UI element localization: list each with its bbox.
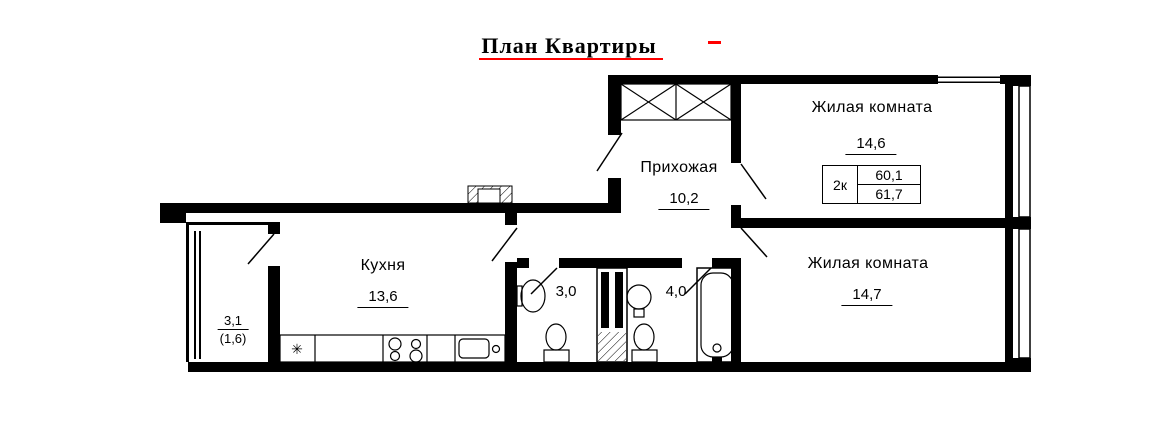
living1-door-icon	[740, 163, 767, 200]
room-area-living1: 14,6	[845, 135, 897, 156]
window-glazing-right	[1013, 75, 1031, 372]
total-area-with-balcony-value: 61,7	[875, 186, 903, 202]
washbasin-icon	[516, 279, 546, 313]
living2-door-icon	[740, 227, 768, 258]
wardrobe-icon	[620, 83, 732, 121]
balcony-door-icon	[247, 233, 275, 265]
page-title: План Квартиры	[481, 33, 657, 58]
bathtub-icon	[696, 267, 738, 363]
washing-machine-icon: ✳	[291, 341, 303, 357]
title-underline-accent	[479, 58, 663, 60]
room-area-bathroom: 3,0	[555, 283, 577, 300]
balcony-area-total: 3,1	[223, 313, 243, 328]
stove-icon	[388, 337, 423, 363]
vent-shaft-entry	[467, 185, 513, 204]
balcony-structure	[186, 222, 280, 362]
toilet-icon	[543, 323, 570, 363]
toilet-door-icon	[684, 267, 712, 295]
red-mark	[708, 41, 721, 44]
balcony-area-counted: (1,6)	[217, 329, 249, 347]
room-label-living1: Жилая комната	[811, 99, 933, 116]
apartment-type-label: 2к	[823, 166, 858, 203]
kitchen-sink-icon	[458, 338, 501, 359]
washbasin-icon	[626, 284, 652, 318]
room-area-kitchen: 13,6	[357, 288, 409, 309]
room-label-kitchen: Кухня	[360, 257, 406, 274]
area-summary-table: 2к 60,1 61,7	[822, 165, 921, 204]
bathroom-fixtures	[516, 267, 738, 363]
toilet-icon	[631, 323, 658, 363]
kitchen-counter	[279, 334, 506, 363]
kitchen-door-icon	[491, 227, 518, 262]
entry-door-icon	[596, 132, 623, 172]
room-area-hallway: 10,2	[658, 190, 710, 211]
room-area-balcony: 3,1 (1,6)	[217, 313, 249, 348]
room-label-hallway: Прихожая	[640, 159, 718, 176]
total-area-value: 60,1	[858, 166, 920, 185]
room-label-living2: Жилая комната	[807, 255, 929, 272]
room-area-living2: 14,7	[841, 286, 893, 307]
bathroom-door-icon	[530, 267, 558, 295]
kitchen-fixtures	[279, 334, 506, 363]
vent-shaft-bathroom	[596, 267, 628, 363]
room-area-toilet: 4,0	[665, 283, 687, 300]
walls	[160, 75, 1013, 372]
door-swing-lines	[247, 132, 768, 295]
